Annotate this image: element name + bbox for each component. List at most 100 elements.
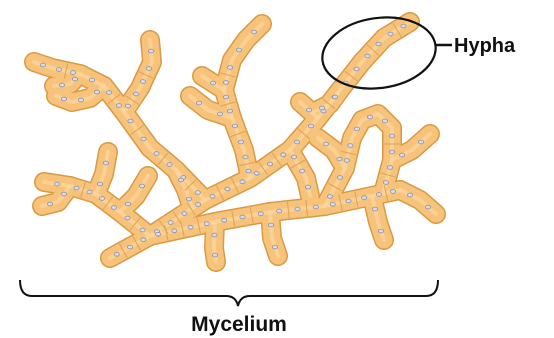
nucleus	[418, 140, 423, 144]
nucleus	[87, 190, 92, 194]
nucleus	[217, 112, 222, 116]
mycelium-label: Mycelium	[191, 313, 287, 336]
nucleus	[305, 185, 310, 189]
nucleus	[272, 245, 277, 249]
nucleus	[125, 104, 130, 108]
nucleus	[168, 221, 173, 225]
nucleus	[246, 169, 251, 173]
nucleus	[376, 193, 381, 197]
nucleus	[295, 207, 300, 211]
nucleus	[172, 229, 177, 233]
nucleus	[399, 153, 404, 157]
nucleus	[103, 161, 108, 165]
nucleus	[212, 233, 217, 237]
nucleus	[125, 202, 130, 206]
nucleus	[383, 181, 388, 185]
nucleus	[306, 108, 311, 112]
nucleus	[254, 171, 259, 175]
nucleus	[344, 159, 349, 163]
nucleus	[267, 162, 272, 166]
nucleus	[167, 163, 172, 167]
nucleus	[148, 49, 153, 53]
nucleus	[236, 48, 241, 52]
nucleus	[389, 150, 394, 154]
nucleus	[407, 193, 412, 197]
nucleus	[388, 32, 393, 36]
nucleus	[319, 106, 324, 110]
nucleus	[387, 166, 392, 170]
nucleus	[222, 218, 227, 222]
nucleus	[89, 78, 94, 82]
nucleus	[97, 182, 102, 186]
nucleus	[56, 68, 61, 72]
nucleus	[378, 229, 383, 233]
nucleus	[313, 205, 318, 209]
nucleus	[376, 42, 381, 46]
nucleus	[294, 140, 299, 144]
nucleus	[59, 83, 64, 87]
hypha-label: Hypha	[454, 35, 516, 57]
nucleus	[106, 91, 111, 95]
nucleus	[348, 144, 353, 148]
nucleus	[327, 195, 332, 199]
nucleus	[365, 54, 370, 58]
nucleus	[354, 67, 359, 71]
nucleus	[111, 206, 116, 210]
nucleus	[337, 176, 342, 180]
nucleus	[362, 196, 367, 200]
nucleus	[78, 98, 83, 102]
nucleus	[141, 238, 146, 242]
nucleus	[268, 223, 273, 227]
nucleus	[240, 215, 245, 219]
nucleus	[195, 191, 200, 195]
nucleus	[140, 228, 145, 232]
nucleus	[128, 119, 133, 123]
nucleus	[182, 212, 187, 216]
nucleus	[232, 124, 237, 128]
nucleus	[186, 197, 191, 201]
nucleus	[178, 178, 183, 182]
nucleus	[196, 203, 201, 207]
nucleus	[227, 109, 232, 113]
nucleus	[330, 202, 335, 206]
nucleus	[99, 197, 104, 201]
nucleus	[156, 232, 161, 236]
nucleus	[223, 95, 228, 99]
nucleus	[40, 63, 45, 67]
nucleus	[323, 142, 328, 146]
nucleus	[238, 140, 243, 144]
nucleus	[116, 104, 121, 108]
nucleus	[210, 81, 215, 85]
nucleus	[210, 194, 215, 198]
nucleus	[196, 101, 201, 105]
nucleus	[72, 77, 77, 81]
nucleus	[367, 115, 372, 119]
nucleus	[389, 134, 394, 138]
nucleus	[291, 155, 296, 159]
nucleus	[372, 207, 377, 211]
nucleus	[337, 157, 342, 161]
nucleus	[146, 67, 151, 71]
nucleus	[243, 155, 248, 159]
nucleus	[277, 209, 282, 213]
nucleus	[281, 153, 286, 157]
nucleus	[140, 80, 145, 84]
nucleus	[390, 190, 395, 194]
nucleus	[354, 127, 359, 131]
nucleus	[114, 252, 119, 256]
nucleus	[154, 152, 159, 156]
nucleus	[70, 71, 75, 75]
nucleus	[141, 137, 146, 141]
nucleus	[382, 119, 387, 123]
nucleus	[223, 81, 228, 85]
nucleus	[299, 169, 304, 173]
nucleus	[133, 92, 138, 96]
nucleus	[94, 90, 99, 94]
nucleus	[227, 66, 232, 70]
nucleus	[225, 187, 230, 191]
nucleus	[188, 225, 193, 229]
nucleus	[139, 184, 144, 188]
nucleus	[61, 192, 66, 196]
nucleus	[346, 199, 351, 203]
